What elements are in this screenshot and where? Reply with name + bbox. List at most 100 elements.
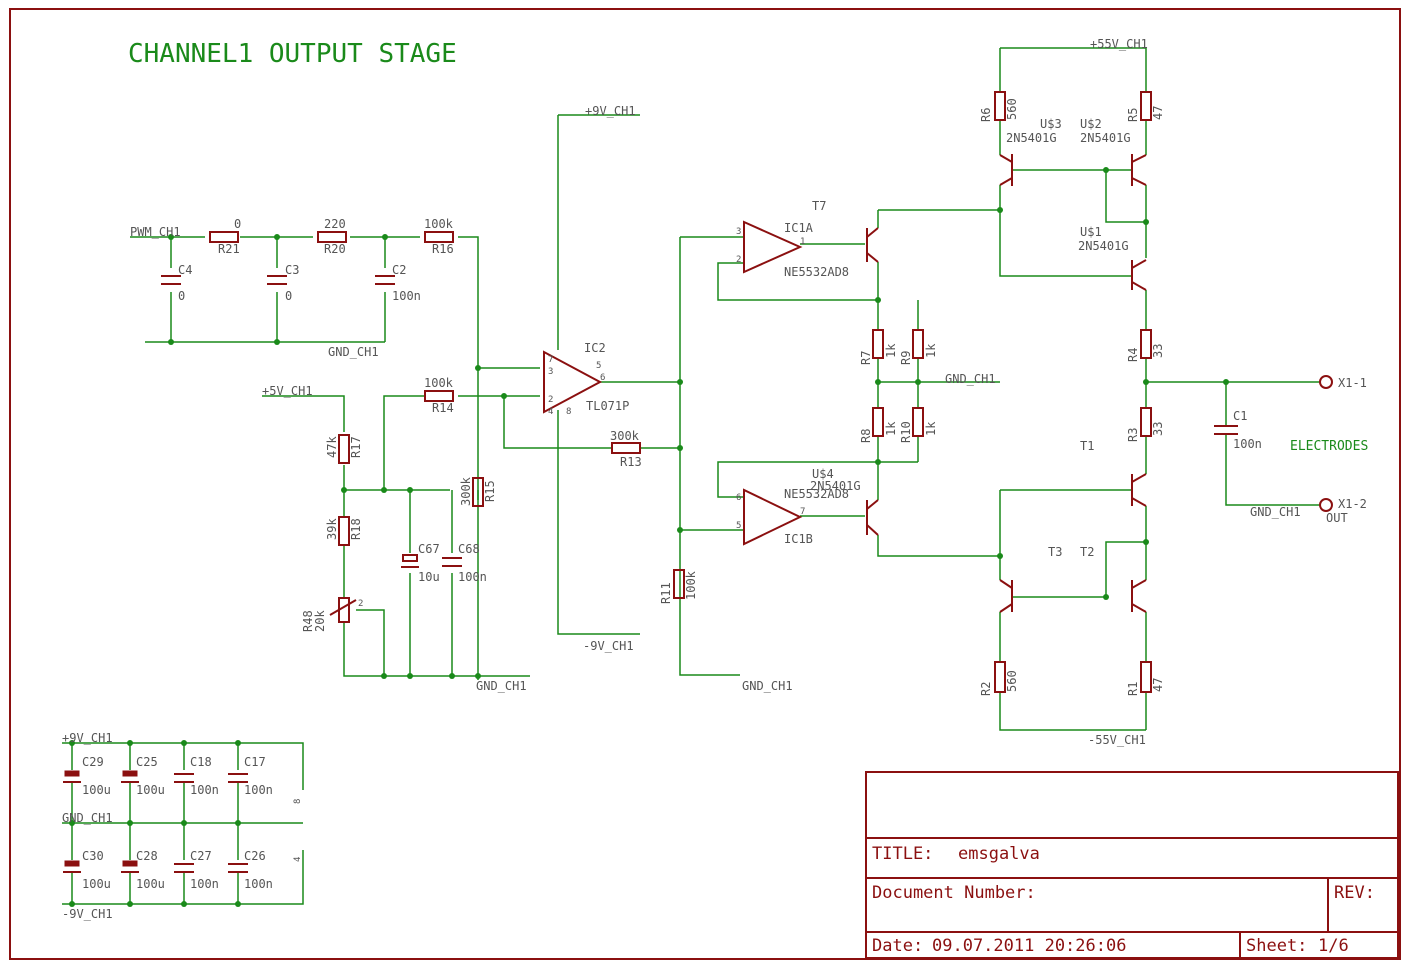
svg-text:1: 1 (800, 237, 805, 247)
svg-text:+55V_CH1: +55V_CH1 (1090, 37, 1148, 51)
svg-text:X1-1: X1-1 (1338, 376, 1367, 390)
svg-text:8: 8 (293, 799, 303, 804)
sheet-frame (9, 8, 1401, 960)
svg-text:NE5532AD8: NE5532AD8 (784, 265, 849, 279)
svg-text:47: 47 (1151, 678, 1165, 692)
svg-text:R15: R15 (483, 480, 497, 502)
capacitor-c68 (442, 557, 462, 567)
svg-text:1k: 1k (884, 343, 898, 358)
svg-text:+9V_CH1: +9V_CH1 (62, 731, 113, 745)
svg-text:R8: R8 (859, 429, 873, 443)
svg-text:X1-2: X1-2 (1338, 497, 1367, 511)
svg-text:U$4: U$4 (812, 467, 834, 481)
title-value: emsgalva (958, 844, 1040, 864)
svg-text:100k: 100k (684, 570, 698, 600)
svg-text:R18: R18 (349, 518, 363, 540)
svg-text:R16: R16 (432, 242, 454, 256)
svg-text:4: 4 (293, 857, 303, 862)
resistor-r6 (994, 91, 1006, 121)
net-label-5v: +5V_CH1 (262, 384, 313, 398)
svg-text:0: 0 (178, 289, 185, 303)
svg-text:100n: 100n (190, 877, 219, 891)
capacitor-c4 (161, 275, 181, 285)
svg-text:T1: T1 (1080, 439, 1094, 453)
transistor-u1 (1131, 259, 1147, 291)
svg-text:C68: C68 (458, 542, 480, 556)
svg-text:3: 3 (548, 367, 553, 377)
svg-text:R7: R7 (859, 351, 873, 365)
svg-text:1k: 1k (924, 343, 938, 358)
resistor-r8 (872, 407, 884, 437)
date-value: 09.07.2011 20:26:06 (932, 936, 1126, 956)
resistor-r20 (317, 231, 347, 243)
net-label-gnd: GND_CH1 (328, 345, 379, 359)
transistor-t3 (999, 579, 1013, 613)
resistor-r17 (338, 434, 350, 464)
sheet-label: Sheet: (1246, 936, 1307, 956)
svg-text:TL071P: TL071P (586, 399, 629, 413)
resistor-r18 (338, 516, 350, 546)
capacitor-c2 (375, 275, 395, 285)
svg-text:-9V_CH1: -9V_CH1 (62, 907, 113, 921)
resistor-r11 (673, 569, 685, 599)
capacitor-c3 (267, 275, 287, 285)
resistor-r2 (994, 661, 1006, 693)
svg-text:100k: 100k (424, 217, 454, 231)
net-label-pwm: PWM_CH1 (130, 225, 181, 239)
svg-text:39k: 39k (325, 518, 339, 540)
svg-text:100n: 100n (392, 289, 421, 303)
opamp-ic2: 3 2 6 5 7 4 8 IC2 TL071P +9V_CH1 -9V_CH1… (475, 104, 680, 653)
svg-text:R21: R21 (218, 242, 240, 256)
svg-text:R3: R3 (1126, 428, 1140, 442)
svg-text:C29: C29 (82, 755, 104, 769)
svg-text:C25: C25 (136, 755, 158, 769)
title-label: TITLE: (872, 844, 933, 864)
svg-text:R5: R5 (1126, 108, 1140, 122)
svg-text:100n: 100n (244, 877, 273, 891)
svg-text:GND_CH1: GND_CH1 (476, 679, 527, 693)
svg-text:2N5401G: 2N5401G (1080, 131, 1131, 145)
svg-text:R20: R20 (324, 242, 346, 256)
driver-stage: T7 U$4 2N5401G R7 1k R9 1k R8 1k R10 1k … (810, 199, 1000, 557)
svg-text:560: 560 (1005, 670, 1019, 692)
svg-text:C4: C4 (178, 263, 192, 277)
svg-text:+9V_CH1: +9V_CH1 (585, 104, 636, 118)
page-title: CHANNEL1 OUTPUT STAGE (128, 39, 457, 69)
svg-text:6: 6 (600, 373, 605, 383)
svg-text:2N5401G: 2N5401G (1078, 239, 1129, 253)
svg-text:R14: R14 (432, 401, 454, 415)
output-stage: +55V_CH1 -55V_CH1 GND_CH1 U$3 2N5401G U$… (979, 37, 1368, 747)
svg-text:1k: 1k (884, 421, 898, 436)
connector-x1-2-icon (1319, 498, 1333, 512)
svg-text:IC2: IC2 (584, 341, 606, 355)
svg-text:C27: C27 (190, 849, 212, 863)
svg-text:C1: C1 (1233, 409, 1247, 423)
svg-text:R1: R1 (1126, 682, 1140, 696)
svg-text:T3: T3 (1048, 545, 1062, 559)
svg-text:IC1A: IC1A (784, 221, 814, 235)
svg-text:4: 4 (548, 407, 553, 417)
svg-text:2N5401G: 2N5401G (810, 479, 861, 493)
resistor-r21 (209, 231, 239, 243)
svg-text:R13: R13 (620, 455, 642, 469)
resistor-r15 (472, 477, 484, 507)
transistor-u2 (1131, 154, 1147, 186)
svg-text:100u: 100u (136, 877, 165, 891)
svg-text:10u: 10u (418, 570, 440, 584)
svg-text:1k: 1k (924, 421, 938, 436)
svg-text:C67: C67 (418, 542, 440, 556)
svg-text:U$1: U$1 (1080, 225, 1102, 239)
input-filter: PWM_CH1 GND_CH1 0 R21 220 R20 100k R16 C… (130, 217, 479, 680)
svg-text:T2: T2 (1080, 545, 1094, 559)
svg-text:7: 7 (548, 355, 553, 365)
svg-text:5: 5 (736, 521, 741, 531)
opamp-ic1: 3 2 1 6 5 7 IC1A NE5532AD8 IC1B NE5532AD… (659, 220, 878, 693)
svg-text:R9: R9 (899, 351, 913, 365)
svg-text:R6: R6 (979, 108, 993, 122)
svg-text:IC1B: IC1B (784, 532, 813, 546)
svg-text:7: 7 (800, 507, 805, 517)
svg-text:100k: 100k (424, 376, 454, 390)
rev-label: REV: (1334, 883, 1375, 903)
svg-text:2: 2 (548, 395, 553, 405)
svg-text:220: 220 (324, 217, 346, 231)
